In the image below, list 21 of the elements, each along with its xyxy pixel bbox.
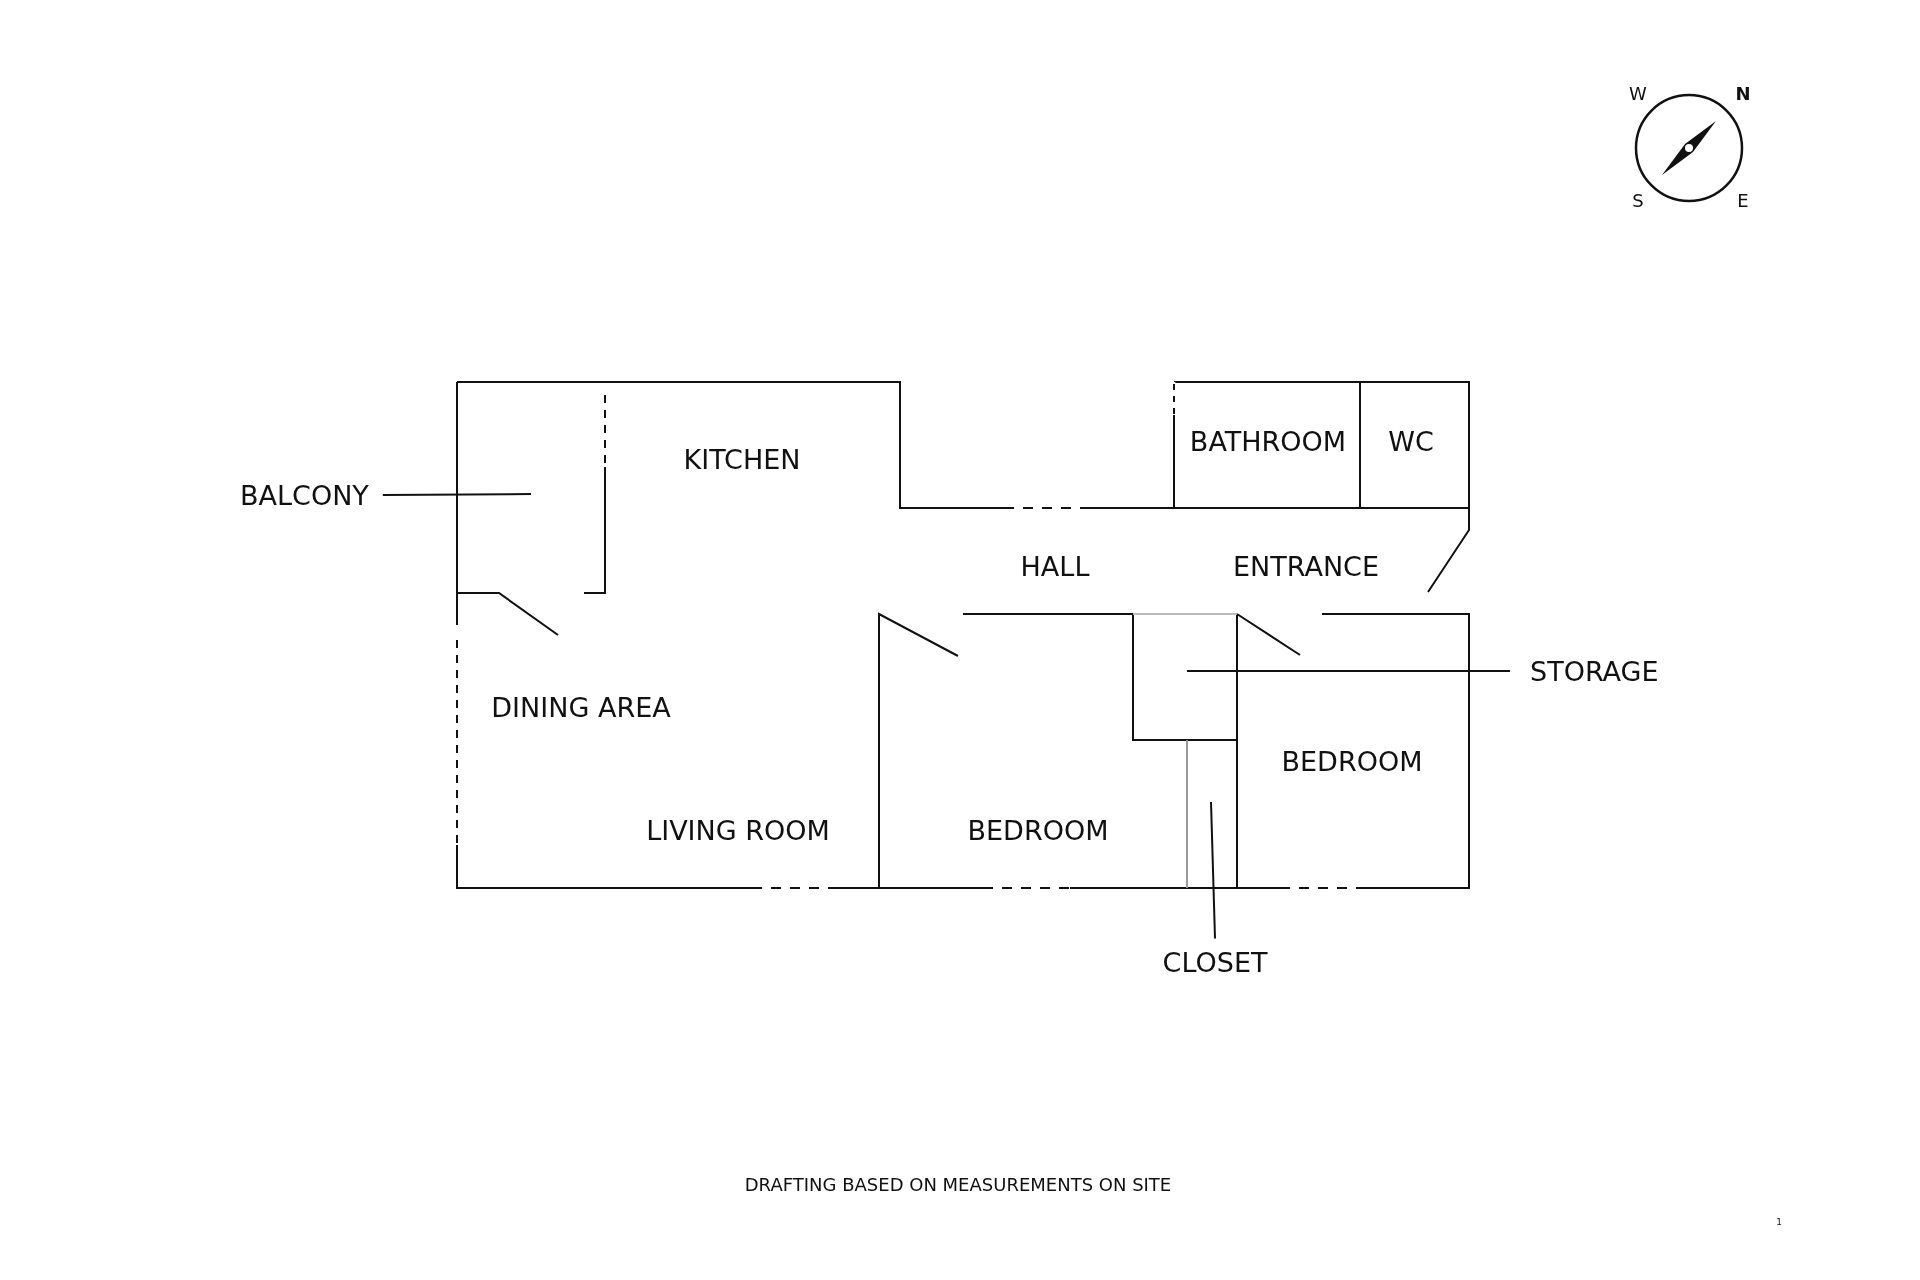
caption: DRAFTING BASED ON MEASUREMENTS ON SITE (744, 1176, 1172, 1194)
compass-letter: S (1632, 192, 1644, 210)
room-label: KITCHEN (683, 445, 801, 473)
room-label: DINING AREA (491, 693, 671, 721)
room-label: BATHROOM (1189, 427, 1347, 455)
room-label: HALL (1020, 552, 1090, 580)
page-number: 1 (1776, 1217, 1782, 1227)
room-label: ENTRANCE (1233, 552, 1379, 580)
room-label: LIVING ROOM (646, 816, 830, 844)
room-label: CLOSET (1162, 948, 1268, 976)
compass-letter: E (1737, 192, 1749, 210)
room-label: BALCONY (240, 481, 369, 509)
room-label: STORAGE (1530, 657, 1659, 685)
room-label: WC (1388, 427, 1434, 455)
leader-line (381, 493, 532, 496)
leader-line (1186, 670, 1511, 672)
room-label: BEDROOM (1281, 747, 1423, 775)
leader-line (1210, 801, 1216, 940)
compass-letter: W (1629, 85, 1647, 103)
compass-letter: N (1735, 85, 1751, 103)
room-label: BEDROOM (967, 816, 1109, 844)
